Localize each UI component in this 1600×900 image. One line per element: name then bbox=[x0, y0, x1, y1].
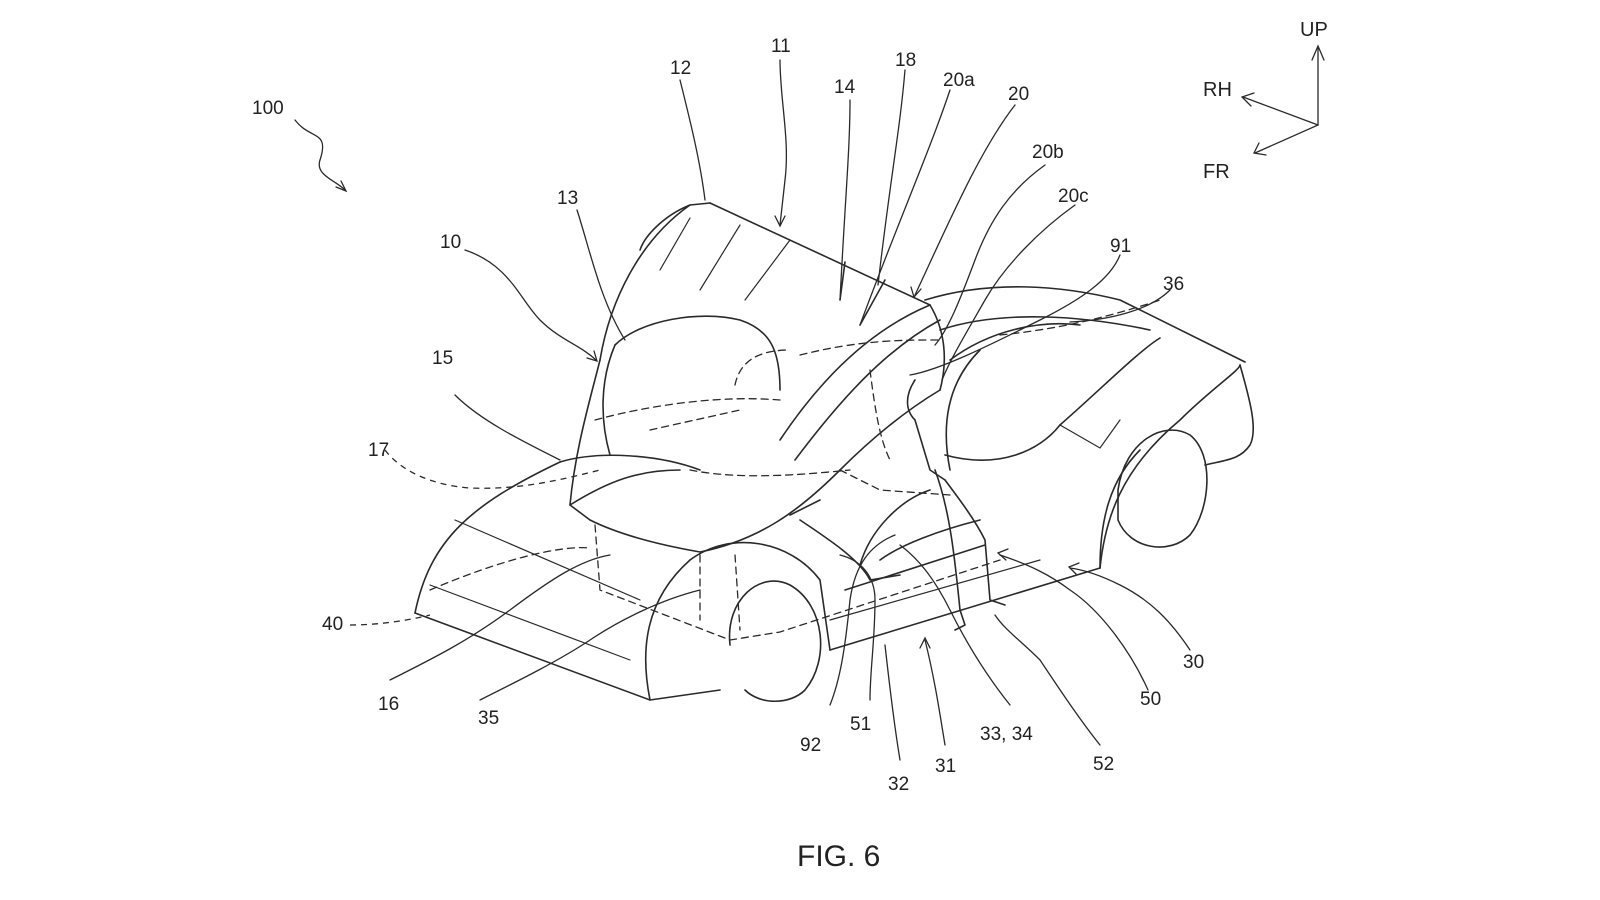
label-11: 11 bbox=[771, 36, 791, 57]
label-20: 20 bbox=[1008, 84, 1029, 105]
label-17: 17 bbox=[368, 440, 389, 461]
label-33-34: 33, 34 bbox=[980, 724, 1033, 745]
label-16: 16 bbox=[378, 694, 399, 715]
label-15: 15 bbox=[432, 348, 453, 369]
label-91: 91 bbox=[1110, 236, 1131, 257]
label-100: 100 bbox=[252, 98, 284, 119]
label-20c: 20c bbox=[1058, 186, 1089, 207]
label-20a: 20a bbox=[943, 70, 975, 91]
label-10: 10 bbox=[440, 232, 461, 253]
label-32: 32 bbox=[888, 774, 909, 795]
figure-caption: FIG. 6 bbox=[797, 840, 880, 873]
direction-fr-label: FR bbox=[1203, 161, 1230, 183]
label-30: 30 bbox=[1183, 652, 1204, 673]
label-12: 12 bbox=[670, 58, 691, 79]
label-92: 92 bbox=[800, 735, 821, 756]
direction-up-label: UP bbox=[1300, 19, 1328, 41]
direction-rh-label: RH bbox=[1203, 79, 1232, 101]
label-51: 51 bbox=[850, 714, 871, 735]
reference-numerals: 100 10 11 12 13 14 18 20a 20 20b 20c 91 … bbox=[252, 36, 1204, 795]
label-14: 14 bbox=[834, 77, 856, 98]
vehicle-drawing bbox=[414, 202, 1255, 702]
label-40: 40 bbox=[322, 614, 343, 635]
label-18: 18 bbox=[895, 50, 916, 71]
leader-lines bbox=[294, 59, 1191, 761]
label-31: 31 bbox=[935, 756, 956, 777]
label-52: 52 bbox=[1093, 754, 1114, 775]
label-20b: 20b bbox=[1032, 142, 1064, 163]
label-50: 50 bbox=[1140, 689, 1161, 710]
direction-indicator: UP RH FR bbox=[1203, 19, 1328, 183]
label-13: 13 bbox=[557, 188, 578, 209]
label-35: 35 bbox=[478, 708, 499, 729]
label-36: 36 bbox=[1163, 274, 1184, 295]
